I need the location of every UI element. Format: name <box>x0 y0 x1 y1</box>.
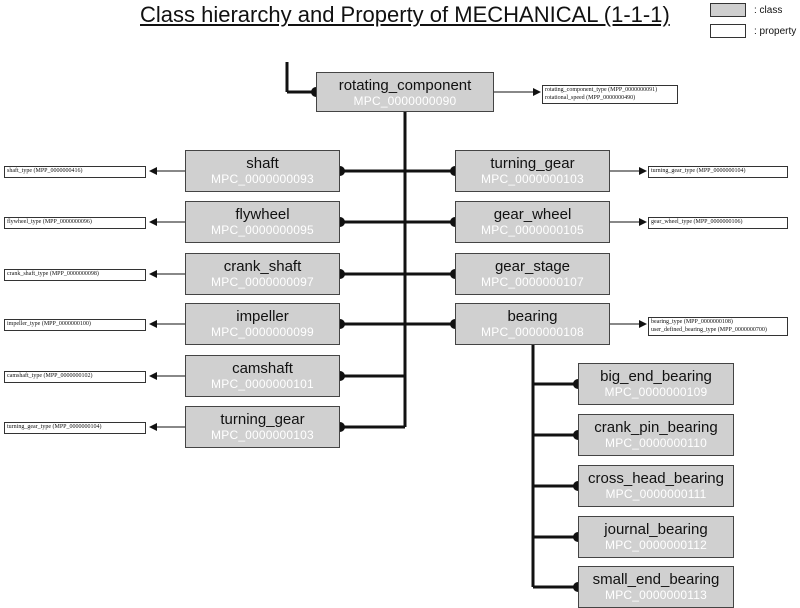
class-code: MPC_0000000103 <box>211 428 314 442</box>
class-code: MPC_0000000090 <box>353 94 457 108</box>
property-box-right-1: gear_wheel_type (MPP_0000000106) <box>648 217 788 229</box>
property-box-left-0: shaft_type (MPP_0000000416) <box>4 166 146 178</box>
class-name: gear_wheel <box>493 206 572 223</box>
diagram-title: Class hierarchy and Property of MECHANIC… <box>140 2 670 27</box>
property-item: shaft_type (MPP_0000000416) <box>7 168 83 174</box>
class-code: MPC_0000000112 <box>605 538 707 552</box>
class-code: MPC_0000000093 <box>211 172 314 186</box>
class-code: MPC_0000000103 <box>481 172 584 186</box>
property-box-left-4: camshaft_type (MPP_0000000102) <box>4 371 146 383</box>
property-box-rotating-component: rotating_component_type (MPP_0000000091)… <box>542 85 678 104</box>
property-box-right-3: bearing_type (MPP_0000000108)user_define… <box>648 317 788 336</box>
property-item: turning_gear_type (MPP_0000000104) <box>651 168 746 174</box>
property-item: rotating_component_type (MPP_0000000091) <box>545 87 658 93</box>
property-item: bearing_type (MPP_0000000108) <box>651 319 733 325</box>
class-code: MPC_0000000110 <box>605 436 707 450</box>
property-item: turning_gear_type (MPP_0000000104) <box>7 424 102 430</box>
legend-property-label: : property <box>754 26 797 37</box>
class-code: MPC_0000000109 <box>604 385 708 399</box>
property-box-left-1: flywheel_type (MPP_0000000096) <box>4 217 146 229</box>
class-code: MPC_0000000108 <box>481 325 584 339</box>
legend-class-label: : class <box>754 5 783 16</box>
class-code: MPC_0000000101 <box>211 377 314 391</box>
class-code: MPC_0000000111 <box>605 487 707 501</box>
class-code: MPC_0000000099 <box>211 325 314 339</box>
class-name: turning_gear <box>220 411 305 428</box>
property-item: user_defined_bearing_type (MPP_000000070… <box>651 326 767 333</box>
class-name: gear_stage <box>494 258 571 275</box>
property-item: flywheel_type (MPP_0000000096) <box>7 219 92 225</box>
class-name: rotating_component <box>338 77 472 94</box>
class-name: shaft <box>246 155 279 172</box>
class-name: journal_bearing <box>604 521 708 538</box>
property-item: crank_shaft_type (MPP_0000000098) <box>7 271 99 277</box>
class-code: MPC_0000000095 <box>211 223 314 237</box>
class-code: MPC_0000000105 <box>481 223 584 237</box>
legend-property-swatch <box>710 24 746 38</box>
class-name: crank_shaft <box>223 258 302 275</box>
property-box-right-0: turning_gear_type (MPP_0000000104) <box>648 166 788 178</box>
property-box-left-5: turning_gear_type (MPP_0000000104) <box>4 422 146 434</box>
class-code: MPC_0000000097 <box>211 275 314 289</box>
property-box-left-3: impeller_type (MPP_0000000100) <box>4 319 146 331</box>
class-name: bearing <box>507 308 558 325</box>
property-item: rotational_speed (MPP_0000000490) <box>545 94 636 101</box>
legend-class-swatch <box>710 3 746 17</box>
class-name: turning_gear <box>490 155 575 172</box>
class-code: MPC_0000000113 <box>605 588 707 602</box>
class-name: crank_pin_bearing <box>594 419 718 436</box>
property-item: camshaft_type (MPP_0000000102) <box>7 373 93 379</box>
property-box-left-2: crank_shaft_type (MPP_0000000098) <box>4 269 146 281</box>
property-item: impeller_type (MPP_0000000100) <box>7 321 91 327</box>
class-name: small_end_bearing <box>592 571 720 588</box>
class-code: MPC_0000000107 <box>481 275 584 289</box>
class-name: impeller <box>236 308 289 325</box>
class-name: flywheel <box>235 206 290 223</box>
property-item: gear_wheel_type (MPP_0000000106) <box>651 219 743 225</box>
class-name: camshaft <box>232 360 293 377</box>
class-name: big_end_bearing <box>600 368 712 385</box>
class-name: cross_head_bearing <box>588 470 724 487</box>
